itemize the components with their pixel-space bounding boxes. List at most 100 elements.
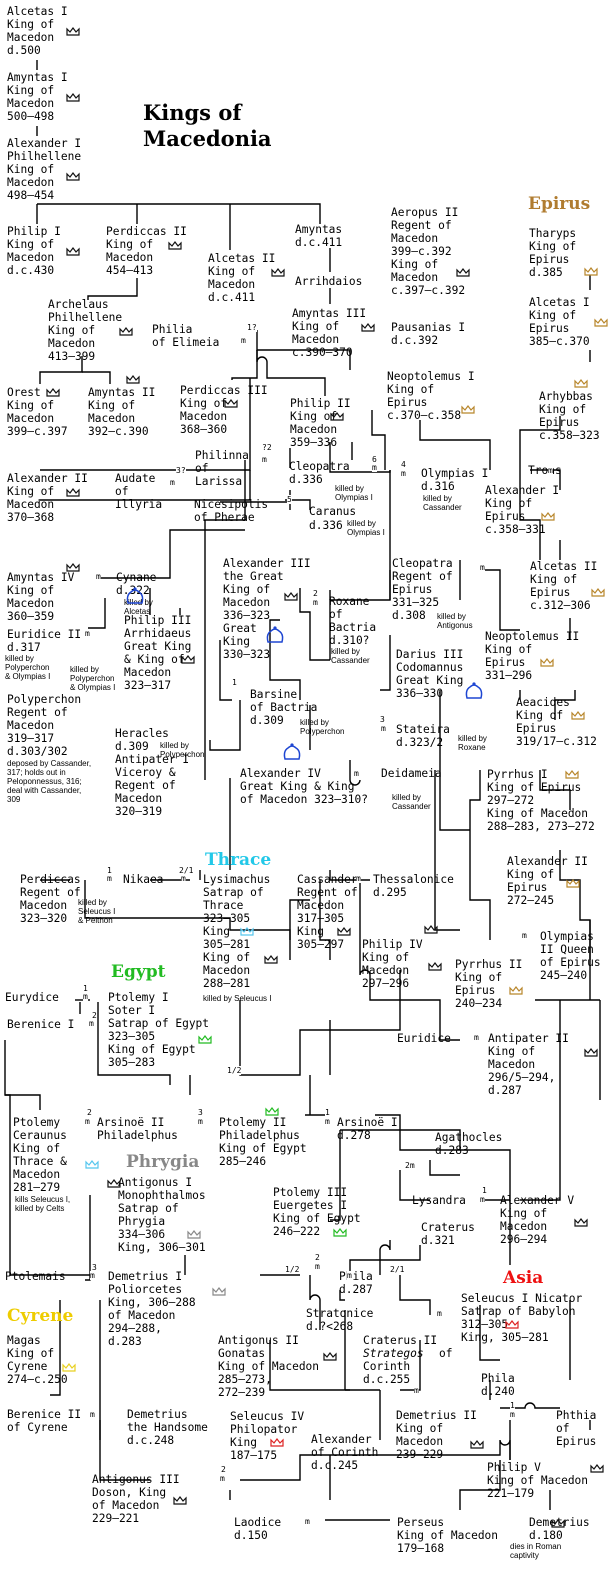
person-philia: Philia of Elimeia (152, 323, 220, 349)
region-thrace: Thrace (205, 850, 272, 870)
marriage-order: 5 (287, 495, 292, 504)
crown-icon (119, 327, 133, 336)
marriage-order: 1/2 (285, 1265, 300, 1274)
person-ptolemy-iii: Ptolemy III Euergetes I King of Egypt 24… (273, 1186, 361, 1238)
marriage-mark: m (305, 1517, 310, 1526)
marriage-mark: m (347, 1271, 352, 1280)
person-neoptolemus-ii: Neoptolemus II King of Epirus 331–296 (485, 630, 580, 682)
person-alcetas-i: Alcetas I King of Macedon d.500 (7, 5, 68, 57)
person-arhybbas: Arhybbas King of Epirus c.358–323 (539, 390, 600, 442)
person-philip-iv: Philip IV King of Macedon 297–296 (362, 938, 423, 990)
note-barsine: killed by Polyperchon (300, 718, 345, 736)
note-olympias-i: killed by Cassander (423, 494, 462, 512)
crown-icon (66, 488, 80, 497)
person-roxane: Roxane of Bactria d.310? (329, 595, 377, 647)
crown-epirus-icon (509, 986, 523, 995)
marriage-order: 3? (176, 466, 186, 475)
person-perdiccas-ii: Perdiccas II King of Macedon 454–413 (106, 225, 187, 277)
person-arrihdaios: Arrihdaios (295, 275, 363, 288)
great-king-crown-icon (283, 743, 301, 760)
person-arsinoe-i: Arsinoë I d.278 (337, 1116, 398, 1142)
crown-icon (168, 241, 182, 250)
crown-icon (584, 1048, 598, 1057)
note-cleopatra: killed by Olympias I (335, 484, 373, 502)
person-pyrrhus-ii: Pyrrhus II King of Epirus 240–234 (455, 958, 523, 1010)
person-heracles: Heracles d.309 (115, 727, 169, 753)
person-cleopatra-epirus: Cleopatra Regent of Epirus 331–325 d.308 (392, 557, 453, 622)
person-lysandra: Lysandra (412, 1194, 466, 1207)
marriage-mark: m (85, 629, 90, 638)
crown-phrygia-icon (187, 1230, 201, 1239)
marriage-mark: m (90, 1410, 95, 1419)
marriage-order: 2m (405, 1161, 415, 1170)
note-stateira: killed by Roxane (458, 734, 487, 752)
person-aeacides: Aeacides King of Epirus 319/17–c.312 (516, 696, 597, 748)
crown-icon (173, 1496, 187, 1505)
marriage-order: 4 (401, 460, 406, 469)
region-egypt: Egypt (111, 962, 166, 982)
person-phthia: Phthia of Epirus (556, 1409, 597, 1448)
marriage-order: 1 (107, 866, 112, 875)
person-magas: Magas King of Cyrene 274–c.250 (7, 1334, 68, 1386)
person-euridice-ii-death: d.317 (7, 641, 41, 654)
person-antipater-i: Antipater I Viceroy & Regent of Macedon … (115, 753, 190, 818)
marriage-order: 1 (325, 1108, 330, 1117)
person-philip-ii: Philip II King of Macedon 359–336 (290, 397, 351, 449)
note-lysimachus: killed by Seleucus I (203, 994, 272, 1003)
crown-epirus-icon (565, 770, 579, 779)
crown-icon (264, 955, 278, 964)
region-phrygia: Phrygia (126, 1152, 200, 1172)
person-perseus: Perseus King of Macedon 179–168 (397, 1516, 499, 1555)
crown-icon (66, 247, 80, 256)
person-stateira: Stateira d.323/2 (396, 723, 450, 749)
person-euridice-ii: Euridice II (7, 628, 82, 641)
marriage-mark: m (356, 874, 361, 883)
person-arsinoe-ii: Arsinoë II Philadelphus (97, 1116, 178, 1142)
marriage-mark: m (548, 466, 553, 475)
person-alexander-iv: Alexander IV (240, 767, 321, 780)
person-polyperchon: Polyperchon Regent of Macedon 319–317 d.… (7, 693, 82, 758)
crown-icon (107, 1179, 121, 1188)
person-craterus-ii-title: Strategos (363, 1347, 424, 1360)
crown-thrace-icon (85, 1160, 99, 1169)
region-cyrene: Cyrene (7, 1306, 74, 1326)
marriage-mark: m (220, 1474, 225, 1483)
crown-icon (424, 925, 438, 934)
crown-icon (361, 323, 375, 332)
person-philip-v: Philip V King of Macedon 221–179 (487, 1461, 589, 1500)
marriage-mark: m (313, 598, 318, 607)
marriage-mark: m (480, 563, 485, 572)
crown-epirus-icon (540, 658, 554, 667)
marriage-order: ?2 (262, 443, 272, 452)
person-neoptolemus-i: Neoptolemus I King of Epirus c.370–c.358 (387, 370, 475, 422)
marriage-order: 1 (232, 678, 237, 687)
person-alcetas-ii: Alcetas II King of Macedon d.c.411 (208, 252, 276, 304)
marriage-mark: m (414, 1386, 419, 1395)
crown-icon (126, 375, 140, 384)
person-amyntas-iv-title: King of Macedon 360–359 (7, 584, 55, 623)
person-orest: Orest King of Macedon 399–c.397 (7, 386, 68, 438)
marriage-mark: m (262, 455, 267, 464)
marriage-mark: m (325, 1117, 330, 1126)
marriage-mark: m (354, 769, 359, 778)
person-craterus-ii: Craterus II (363, 1334, 438, 1347)
note-alexander-iv: killed by Cassander (392, 793, 431, 811)
person-thessalonice: Thessalonice d.295 (373, 873, 454, 899)
crown-egypt-icon (333, 1228, 347, 1237)
person-agathocles: Agathocles d.283 (435, 1131, 503, 1157)
person-pausanias-i: Pausanias I d.c.392 (391, 321, 466, 347)
marriage-mark: m (510, 1410, 515, 1419)
person-olympias-i: Olympias I d.316 (421, 467, 489, 493)
person-antigonus-iii: Antigonus III Doson, King of Macedon 229… (92, 1473, 180, 1525)
note-polyperchon: deposed by Cassander, 317; holds out in … (7, 759, 92, 804)
person-pyrrhus-i: Pyrrhus I King of Epirus 297–272 King of… (487, 768, 595, 833)
note-perdiccas: killed by Seleucus I & Peithon (78, 898, 116, 925)
crown-icon (46, 388, 60, 397)
note-cleopatra-epirus: killed by Antigonus (437, 612, 473, 630)
great-king-crown-icon (465, 682, 483, 699)
person-ptolemy-ceraunus: Ptolemy Ceraunus King of Thrace & Macedo… (13, 1116, 67, 1194)
marriage-mark: m (372, 463, 377, 472)
person-alexander-v: Alexander V King of Macedon 296–294 (500, 1194, 575, 1246)
person-aeropus-ii: Aeropus II Regent of Macedon 399–c.392 K… (391, 206, 466, 297)
crown-epirus-icon (594, 318, 608, 327)
